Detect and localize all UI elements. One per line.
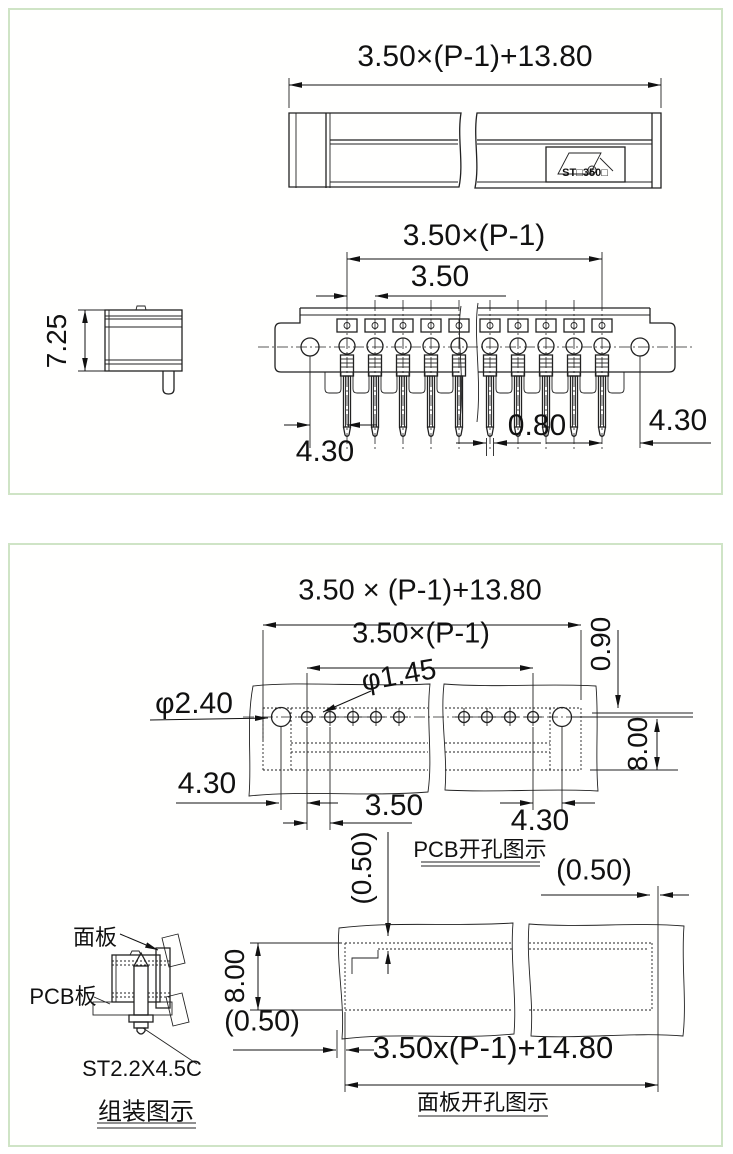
dim-panel-total-length: 3.50x(P-1)+14.80 [372,1030,614,1065]
brand-logo [545,146,626,183]
dim-pcb-left-margin: 4.30 [177,767,237,800]
dim-panel-clearance-left: (0.50) [224,1005,300,1038]
label-faceplate: 面板 [72,925,118,950]
mounting-drawing-panel [8,543,723,1147]
dim-pcb-total-length: 3.50 × (P-1)+13.80 [298,574,542,607]
caption-pcb-cutout: PCB开孔图示 [413,837,547,862]
dim-pcb-right-margin: 4.30 [510,804,570,837]
side-view [78,305,183,395]
dim-pcb-clearance-right: (0.50) [556,854,632,887]
dim-front-pitch-span: 3.50×(P-1) [402,219,546,252]
dim-pcb-pitch: 3.50 [364,789,424,822]
caption-panel-cutout: 面板开孔图示 [416,1090,550,1115]
front-view [258,252,711,456]
dim-top-total-length: 3.50×(P-1)+13.80 [357,40,593,73]
dim-front-right-margin: 4.30 [648,404,708,437]
dim-front-pin-width: 0.80 [507,409,567,442]
dim-pcb-clearance-vertical: (0.50) [346,831,377,905]
faceplate-cutout-view [233,886,685,1117]
pcb-cutout-view [149,622,693,974]
label-screw-spec: ST2.2X4.5C [82,1056,202,1081]
dim-pcb-big-hole-dia: φ2.40 [155,687,233,720]
top-view [288,78,662,189]
caption-assembly: 组装图示 [98,1098,194,1126]
dim-panel-height: 8.00 [219,948,250,1004]
dim-pcb-height: 8.00 [622,716,653,772]
dim-side-height: 7.25 [41,313,72,369]
logo-text: ST□350□ [562,167,608,179]
dim-pcb-edge-offset: 0.90 [585,616,616,672]
dim-front-left-margin: 4.30 [295,435,355,468]
dim-front-pitch: 3.50 [410,260,470,293]
label-pcb-board: PCB板 [29,984,97,1009]
assembly-view [92,933,198,1129]
dim-pcb-pitch-span: 3.50×(P-1) [352,617,490,650]
